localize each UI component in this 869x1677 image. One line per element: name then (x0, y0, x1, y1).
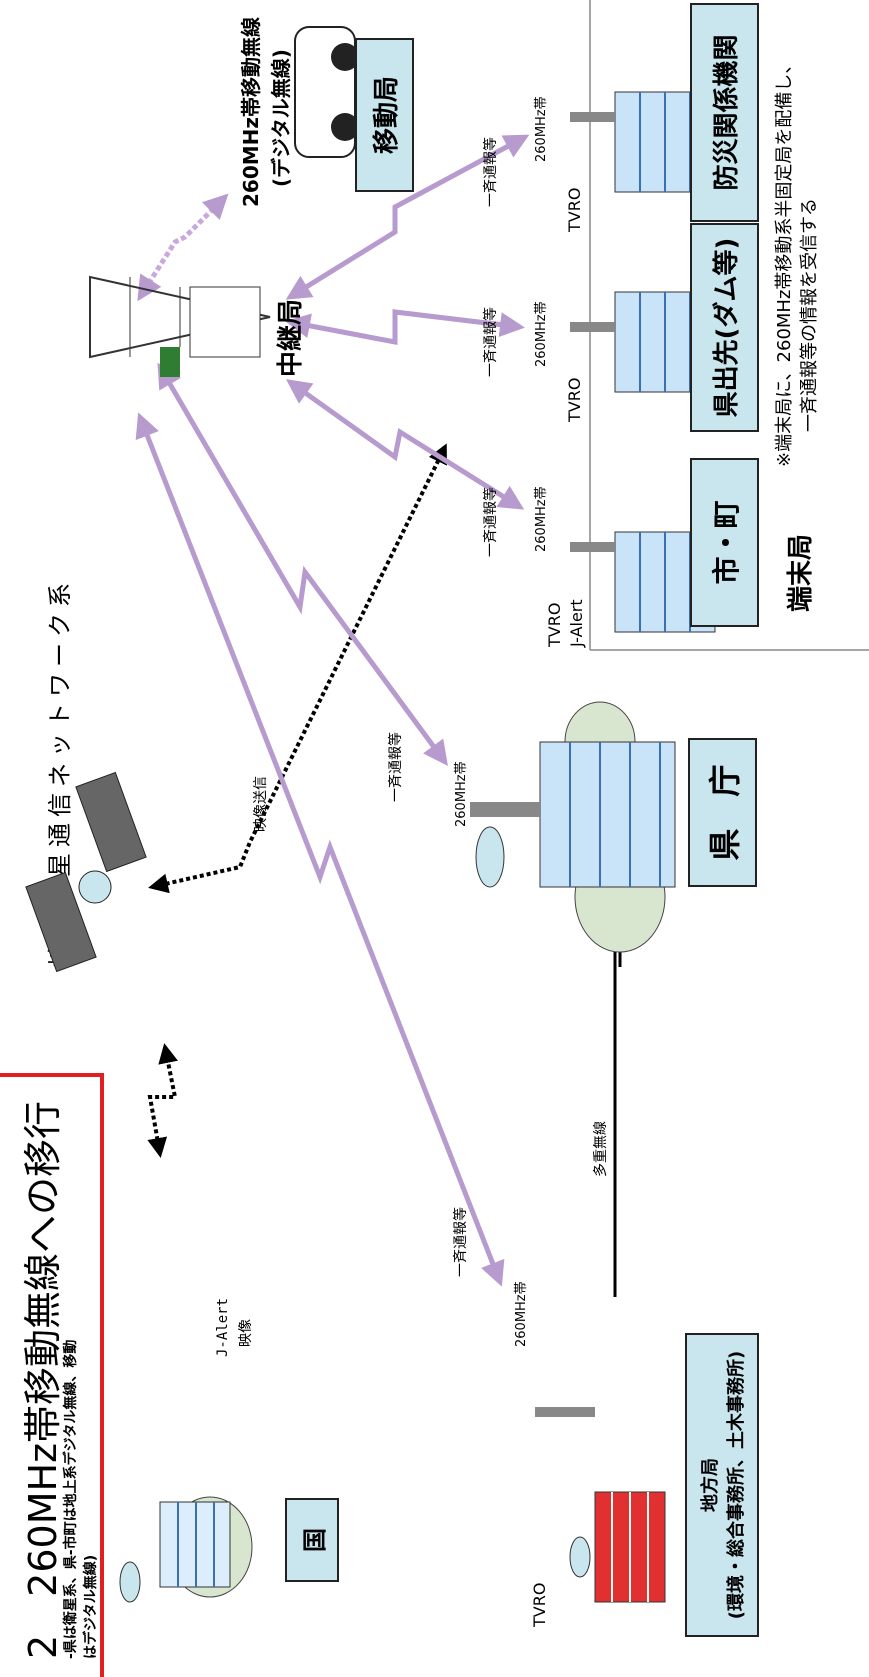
mobile-car-icon (294, 26, 359, 158)
band-label-kencho: 260MHz帯 (454, 761, 469, 827)
satellite-icon (25, 771, 147, 973)
tvro-label-city: TVRO (545, 602, 564, 647)
kuni-building-icon (119, 1496, 253, 1603)
jalert-city-label: J-Alert (567, 599, 586, 647)
node-pref-outpost: 県出先(ダム等) (690, 223, 759, 432)
link-relay-disaster (285, 134, 530, 300)
ikkatsu-label-city: 一斉通報等 (483, 487, 499, 557)
tvro-label-chihou: TVRO (530, 1582, 549, 1627)
ikkatsu-label-chihou: 一斉通報等 (453, 1207, 469, 1277)
note-line-1: ※端末局に、260MHz帯移動系半固定局を配備し、 (774, 55, 795, 467)
terminal-label: 端末局 (786, 533, 816, 612)
band-label-outpost: 260MHz帯 (534, 301, 549, 367)
mobile-radio-label-1: 260MHz帯移動無線 (239, 16, 263, 207)
ikkatsu-label-outpost: 一斉通報等 (483, 307, 499, 377)
mobile-radio-label-2: (デジタル無線) (269, 49, 293, 187)
kencho-building-icon (470, 701, 676, 953)
node-chihou: 地方局 (環境・総合事務所、土木事務所) (685, 1333, 759, 1637)
ikkatsu-label-kencho: 一斉通報等 (388, 732, 404, 802)
tvro-label-disaster: TVRO (565, 187, 584, 232)
node-kuni: 国 (285, 1498, 339, 1582)
link-relay-chihou (135, 412, 505, 1287)
band-label-chihou: 260MHz帯 (514, 1281, 529, 1347)
band-label-disaster: 260MHz帯 (534, 96, 549, 162)
band-label-city: 260MHz帯 (534, 486, 549, 552)
node-city: 市・町 (690, 458, 759, 627)
node-disaster: 防災関係機関 (690, 3, 759, 222)
tvro-label-outpost: TVRO (565, 377, 584, 422)
ikkatsu-label-disaster: 一斉通報等 (483, 137, 499, 207)
multiplex-label: 多重無線 (593, 1121, 609, 1177)
node-mobile: 移動局 (355, 38, 414, 192)
node-kencho: 県 庁 (688, 738, 757, 887)
relay-station-label: 中継局 (276, 298, 306, 377)
note-line-2: 一斉通報等の情報を受信する (799, 198, 820, 432)
relay-tower-icon (89, 275, 271, 377)
link-relay-outpost (285, 309, 525, 346)
chihou-building-icon (535, 1407, 666, 1603)
satellite-link-kuni (147, 1043, 178, 1158)
eizou-label: 映像 (238, 1319, 254, 1347)
node-chihou-line1: 地方局 (700, 1458, 721, 1512)
jalert-label: J-Alert (215, 1297, 231, 1357)
node-chihou-line2: (環境・総合事務所、土木事務所) (726, 1350, 747, 1620)
link-relay-city (285, 379, 525, 510)
eizou-soushin-label: 映像送信 (253, 776, 269, 832)
link-relay-mobile (137, 193, 229, 302)
link-relay-kencho (157, 362, 448, 767)
